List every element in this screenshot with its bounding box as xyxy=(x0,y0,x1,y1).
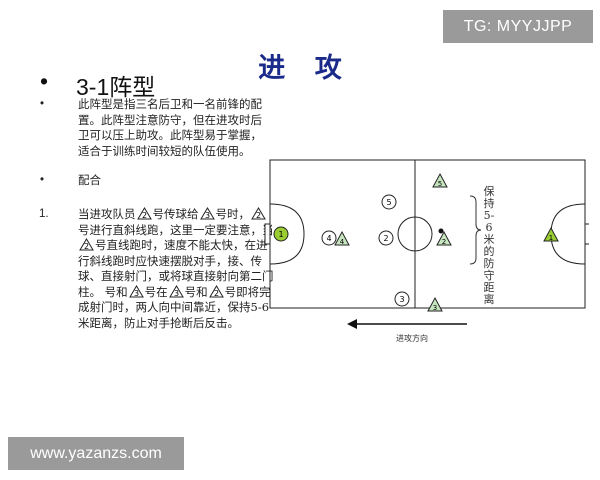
attacker-circle-1: 1 xyxy=(273,226,289,242)
attacker-circle-4: 4 xyxy=(321,230,337,246)
numbered-text-segment: 号直线跑时，速度不能太快，在进行斜线跑时应快速摆脱对手，接、传球、直接射门，或将… xyxy=(78,238,274,299)
triangle-number: 1 xyxy=(549,234,553,242)
heading-text: 3-1阵型 xyxy=(76,74,156,100)
numbered-text-segment: 号在 xyxy=(144,284,168,299)
numbered-text-segment: 当进攻队员 xyxy=(78,207,136,221)
inline-player-triangle: 3 xyxy=(199,207,215,220)
right-penalty-arc xyxy=(550,203,586,265)
triangle-shape xyxy=(168,284,184,297)
slide-title: 进 攻 xyxy=(258,53,352,84)
circle-number: 5 xyxy=(386,198,391,207)
watermark-top: TG: MYYJJPP xyxy=(443,10,593,43)
triangle-number: 2 xyxy=(141,211,146,220)
attack-direction-arrow xyxy=(347,319,467,329)
circle-number: 3 xyxy=(399,295,404,304)
bullet-text: 配合 xyxy=(78,173,101,187)
futsal-field-diagram: 1 4 2 5 3 4 5 2 3 1 xyxy=(264,159,589,312)
triangle-number: 3 xyxy=(134,289,139,298)
bullet-marker: • xyxy=(40,98,45,110)
triangle-number: 4 xyxy=(340,238,345,246)
center-circle xyxy=(397,216,433,252)
circle-number: 2 xyxy=(383,234,388,243)
numbered-text-segment: 号时， xyxy=(215,207,251,221)
distance-note: 保持5-6米的防守距离 xyxy=(483,185,495,306)
triangle-number: 3 xyxy=(204,211,209,220)
defender-triangle-1: 1 xyxy=(543,226,559,242)
defender-triangle-4: 4 xyxy=(334,230,350,246)
triangle-shape xyxy=(79,238,94,251)
triangle-shape xyxy=(128,284,144,297)
left-goal xyxy=(264,223,271,245)
numbered-text-segment: 号传球给 xyxy=(152,207,199,221)
inline-player-triangle: 2 xyxy=(251,207,266,220)
field-boundary xyxy=(269,159,586,309)
numbered-text-segment: 号和 xyxy=(184,284,208,299)
bullet-formation-description: • 此阵型是指三名后卫和一名前锋的配置。此阵型注意防守，但在进攻时后卫可以压上助… xyxy=(40,97,270,159)
attacker-circle-5: 5 xyxy=(381,194,397,210)
triangle-number: 3 xyxy=(433,304,437,312)
circle-number: 4 xyxy=(326,234,331,243)
triangle-number: 5 xyxy=(438,180,442,188)
attack-direction-caption: 进攻方向 xyxy=(396,334,428,343)
triangle-shape xyxy=(136,207,152,220)
triangle-number: 2 xyxy=(84,242,89,251)
circle-number: 1 xyxy=(278,230,283,239)
bullet-text: 此阵型是指三名后卫和一名前锋的配置。此阵型注意防守，但在进攻时后卫可以压上助攻。… xyxy=(78,97,262,158)
numbered-marker: 1. xyxy=(39,208,49,220)
triangle-number: 2 xyxy=(442,238,446,246)
defender-triangle-5: 5 xyxy=(432,172,448,188)
watermark-bottom: www.yazanzs.com xyxy=(8,437,184,470)
attacker-circle-2: 2 xyxy=(378,230,394,246)
triangle-number: 3 xyxy=(174,289,179,298)
heading-bullet: • xyxy=(40,68,49,94)
inline-player-triangle: 2 xyxy=(208,284,224,298)
arrow-head xyxy=(347,319,357,329)
bullet-marker: • xyxy=(40,174,45,186)
triangle-number: 2 xyxy=(256,211,261,220)
ball xyxy=(438,228,444,234)
numbered-text-segment: 号进行直斜线跑，这里一定要注意，当 xyxy=(78,222,274,237)
bullet-combination: • 配合 xyxy=(40,173,270,189)
inline-player-triangle: 3 xyxy=(128,284,144,298)
inline-player-triangle: 2 xyxy=(136,207,152,220)
field-lines xyxy=(264,159,589,309)
triangle-shape xyxy=(251,207,266,220)
triangle-shape xyxy=(208,284,224,297)
inline-player-triangle: 3 xyxy=(168,284,184,298)
triangle-shape xyxy=(199,207,215,220)
left-penalty-arc xyxy=(269,203,305,265)
defender-triangle-2: 2 xyxy=(436,230,452,246)
right-goal xyxy=(584,223,589,245)
defender-triangle-3: 3 xyxy=(427,296,443,312)
triangle-number: 2 xyxy=(214,289,219,298)
inline-player-triangle: 2 xyxy=(79,238,94,251)
distance-brace xyxy=(469,195,482,265)
attacker-circle-3: 3 xyxy=(394,291,410,307)
numbered-text-segment: 号即将完成射门时，两人向中间靠近，保持5-6米距离，防止对手抢断后反击。 xyxy=(78,284,271,330)
